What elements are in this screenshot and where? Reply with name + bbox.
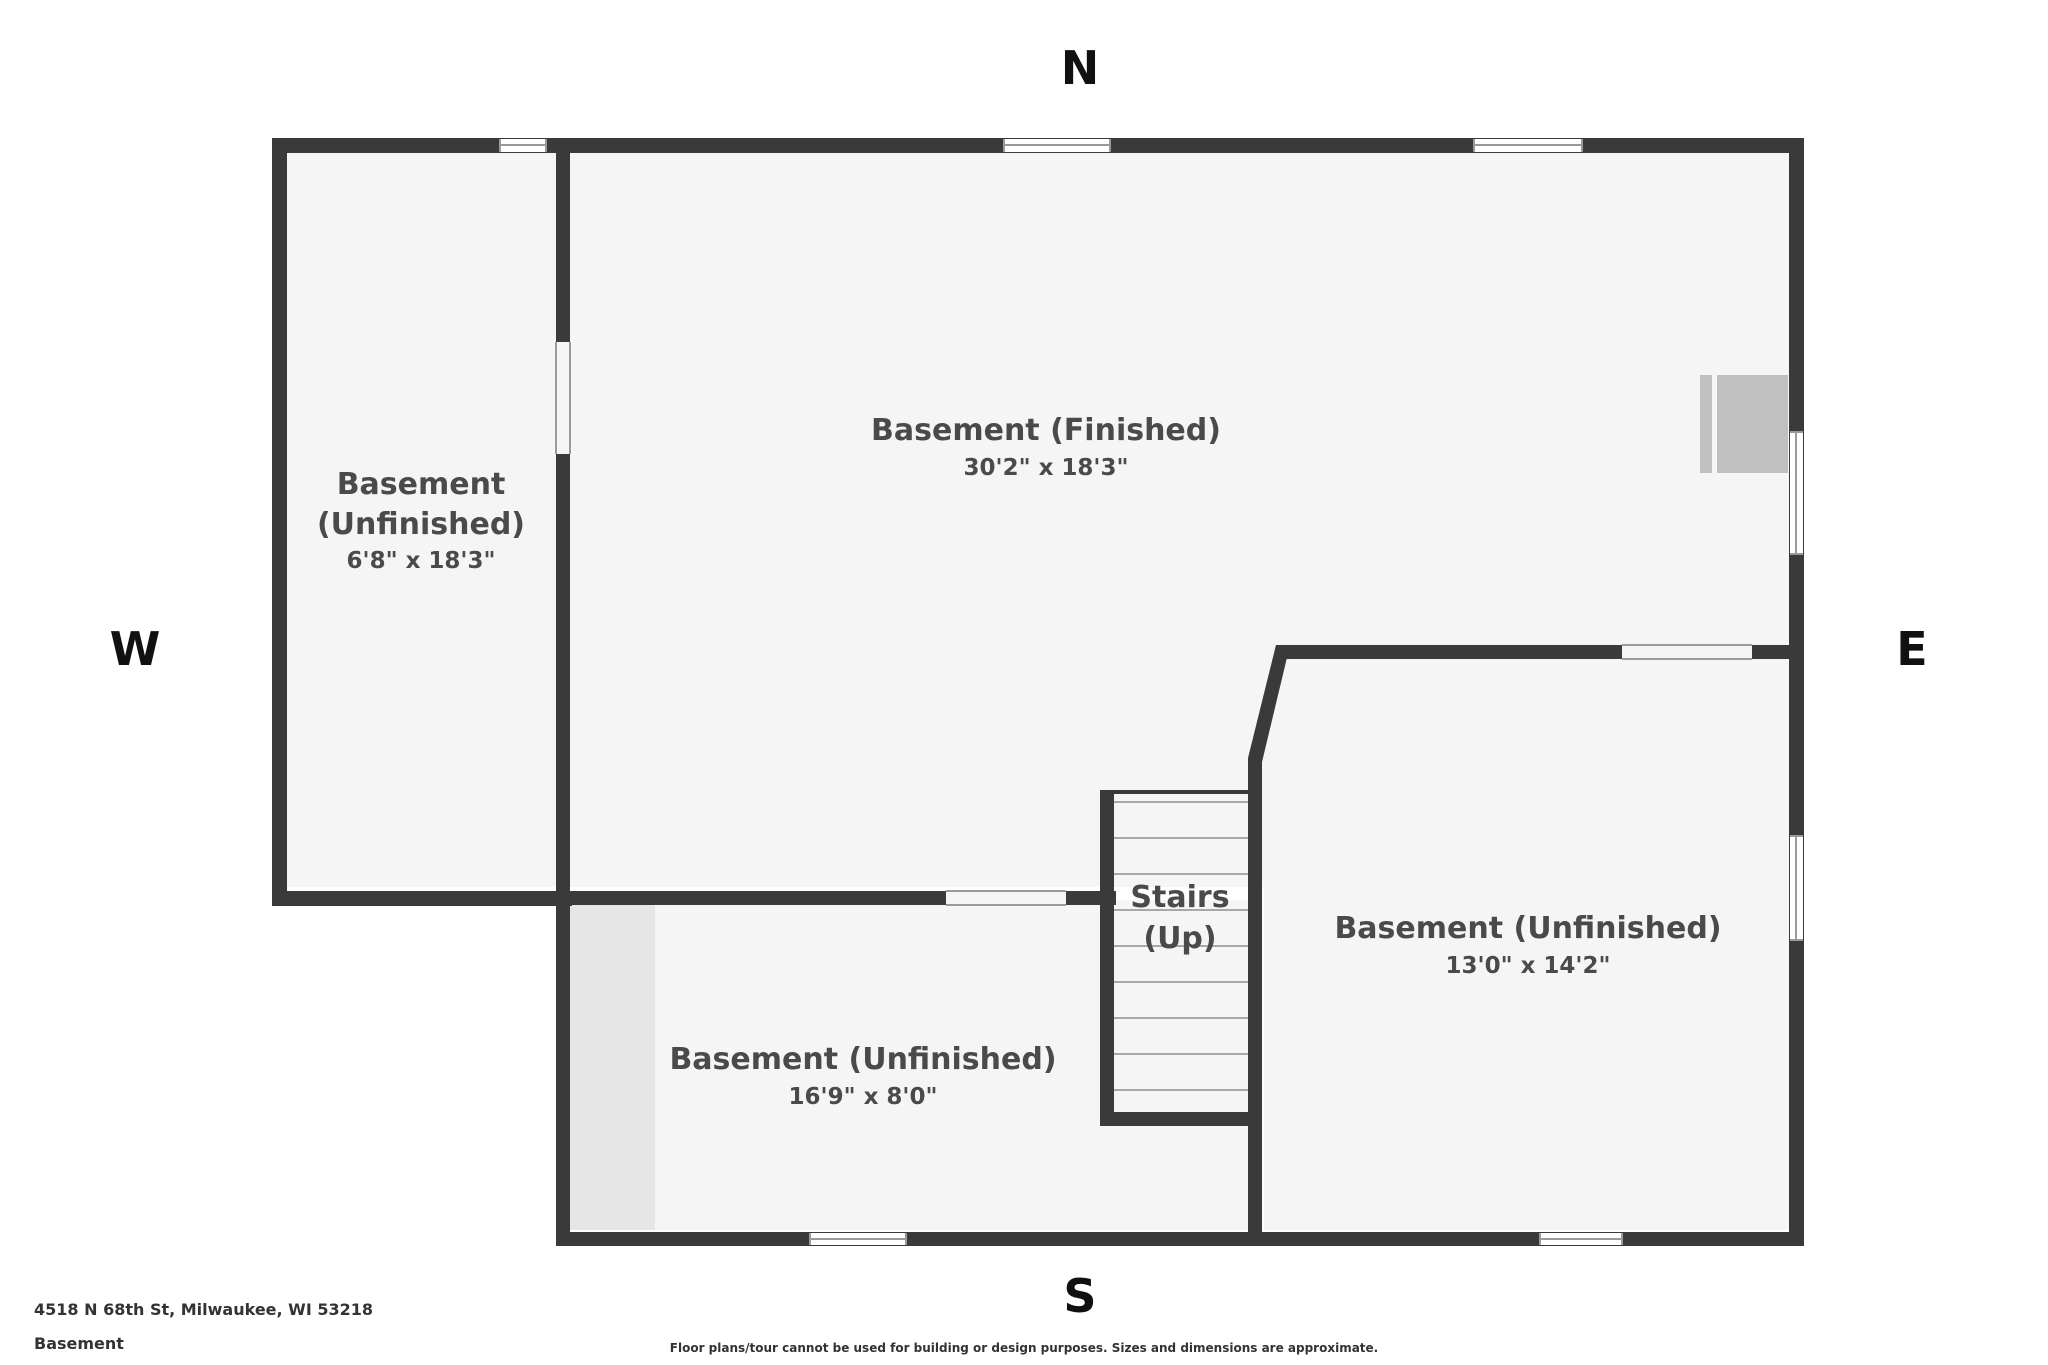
- stairs-name-line1: Stairs: [1130, 880, 1229, 915]
- stairs-name-line2: (Up): [1143, 921, 1216, 956]
- room-floors: [286, 152, 1790, 1230]
- wall-stairs-bottom: [1100, 1112, 1250, 1126]
- finished-room-name: Basement (Finished): [871, 413, 1221, 448]
- window-right-lower: [1790, 835, 1803, 941]
- stair-treads: [1114, 801, 1248, 1091]
- wall-stairs-top: [1100, 790, 1250, 794]
- south-room-name: Basement (Unfinished): [669, 1042, 1056, 1077]
- compass-east: E: [1896, 622, 1927, 676]
- south-room-floor: [570, 900, 1250, 1230]
- compass-west: W: [110, 622, 161, 676]
- west-room-name-line2: (Unfinished): [317, 507, 525, 542]
- doorway-south-room: [946, 891, 1066, 905]
- finished-room-dims: 30'2" x 18'3": [964, 455, 1129, 481]
- wall-south-left: [556, 891, 570, 1246]
- window-top-east: [1473, 139, 1583, 152]
- disclaimer-text: Floor plans/tour cannot be used for buil…: [669, 1341, 1379, 1355]
- window-bottom-east: [1539, 1233, 1623, 1245]
- east-room-dims: 13'0" x 14'2": [1446, 953, 1611, 979]
- wall-stairs-left: [1100, 790, 1114, 1126]
- window-bottom-west: [809, 1233, 907, 1245]
- fixture-strip: [1712, 375, 1717, 473]
- shaded-area: [570, 900, 655, 1230]
- window-right-upper: [1790, 431, 1803, 555]
- compass-north: N: [1061, 41, 1100, 95]
- floor-level-label: Basement: [34, 1334, 124, 1353]
- wall-east-left: [1248, 758, 1262, 1246]
- compass-south: S: [1063, 1269, 1096, 1323]
- west-room-dims: 6'8" x 18'3": [347, 548, 496, 574]
- wall-angled: [1248, 645, 1290, 762]
- openings: [555, 342, 1752, 906]
- south-room-dims: 16'9" x 8'0": [789, 1084, 938, 1110]
- property-address: 4518 N 68th St, Milwaukee, WI 53218: [34, 1300, 374, 1319]
- west-room-floor: [286, 152, 556, 887]
- windows: [499, 139, 1803, 1245]
- doorway-east-room: [1622, 645, 1752, 659]
- wall-west-bottom: [272, 891, 572, 906]
- east-room-floor: [1264, 660, 1790, 1230]
- west-room-name-line1: Basement: [337, 467, 506, 502]
- east-room-name: Basement (Unfinished): [1334, 911, 1721, 946]
- window-top-center: [1003, 139, 1111, 152]
- wall-west-divider: [556, 138, 570, 906]
- wall-right: [1789, 138, 1804, 1246]
- window-top-west: [499, 139, 547, 152]
- wall-left: [272, 138, 287, 906]
- doorway-west-divider: [556, 342, 570, 454]
